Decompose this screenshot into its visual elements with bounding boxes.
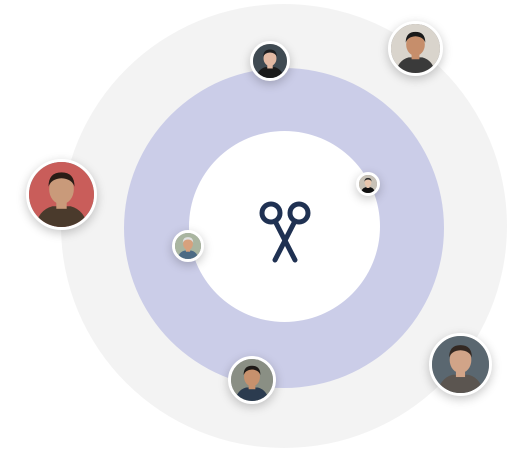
avatar[interactable] — [356, 172, 380, 196]
scissors-icon — [258, 198, 312, 264]
person-avatar-icon — [253, 44, 287, 78]
avatar[interactable] — [228, 356, 276, 404]
person-avatar-icon — [29, 162, 94, 227]
avatar[interactable] — [429, 333, 492, 396]
avatar[interactable] — [26, 159, 97, 230]
avatar[interactable] — [172, 230, 204, 262]
person-avatar-icon — [175, 233, 201, 259]
inner-ring — [189, 131, 380, 322]
avatar[interactable] — [388, 21, 443, 76]
person-avatar-icon — [391, 24, 440, 73]
person-avatar-icon — [231, 359, 273, 401]
avatar[interactable] — [250, 41, 290, 81]
person-avatar-icon — [432, 336, 489, 393]
person-avatar-icon — [359, 175, 377, 193]
